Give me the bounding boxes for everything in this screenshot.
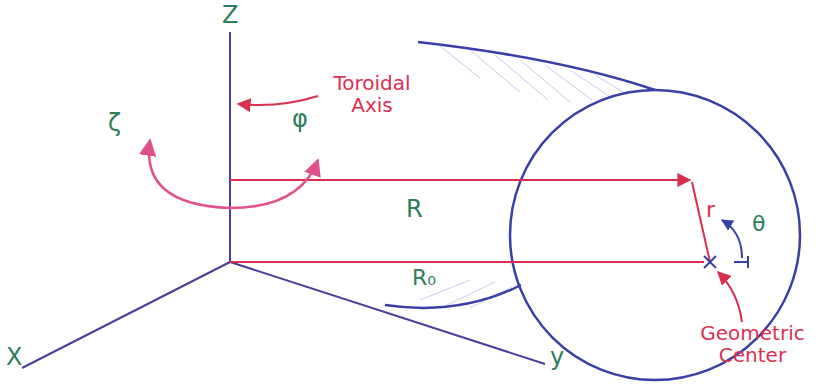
angle-label: φ (292, 106, 308, 132)
radius-label: R₀ (412, 266, 436, 290)
axis-label: Z (222, 2, 238, 28)
radius-label: r (706, 198, 715, 222)
angle-label: ζ (108, 110, 121, 136)
torus-shading (420, 46, 628, 308)
center-callout: Geometric Center (690, 322, 815, 366)
radius-lines (230, 96, 742, 322)
axis-callout: Toroidal Axis (322, 72, 422, 116)
rotation-arrow (149, 140, 318, 208)
radius-label: R (406, 196, 423, 222)
axis-label: X (6, 344, 22, 370)
axes (22, 32, 545, 368)
angle-label: θ (752, 212, 765, 236)
theta-arc (722, 220, 748, 268)
center-mark (704, 256, 716, 268)
axis-label: y (550, 344, 564, 370)
